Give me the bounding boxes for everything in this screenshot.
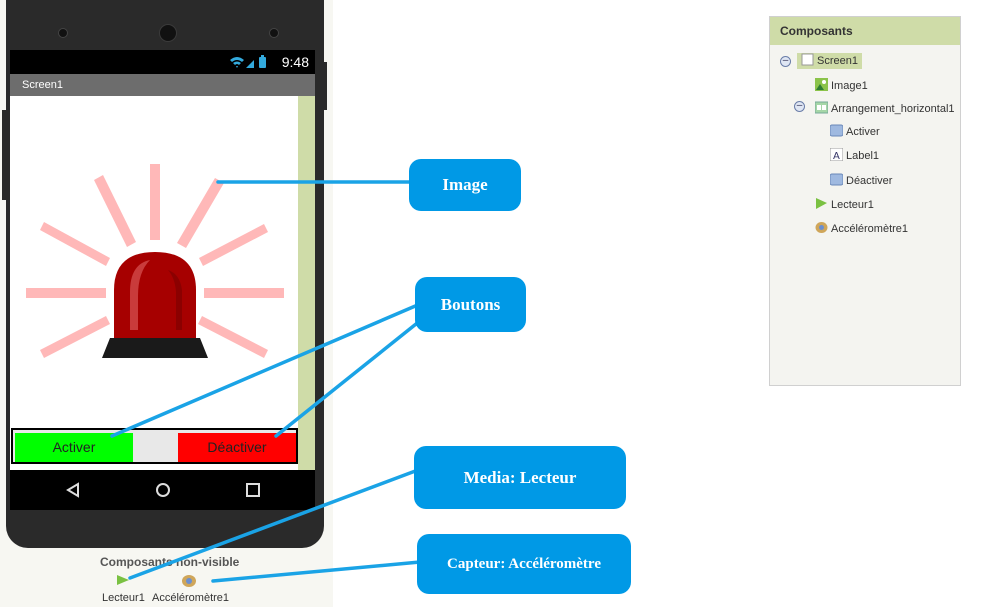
callout-buttons: Boutons: [415, 277, 526, 332]
status-bar: 9:48: [10, 50, 315, 74]
accelerometer-icon: [815, 222, 828, 233]
label-icon: A: [830, 148, 843, 161]
back-icon[interactable]: [66, 482, 79, 498]
components-panel-title: Composants: [770, 17, 960, 45]
recents-icon[interactable]: [246, 483, 260, 497]
sensor-dot: [269, 28, 279, 38]
sensor-dot: [58, 28, 68, 38]
non-visible-item[interactable]: Accéléromètre1: [152, 592, 230, 604]
collapse-toggle-icon[interactable]: –: [794, 101, 805, 112]
tree-item-activer[interactable]: Activer: [830, 124, 880, 138]
collapse-toggle-icon[interactable]: –: [780, 56, 791, 67]
tree-item-lecteur1[interactable]: Lecteur1: [815, 197, 874, 211]
callout-sensor-accelerometer: Capteur: Accéléromètre: [417, 534, 631, 594]
tree-item-arrangement[interactable]: Arrangement_horizontal1: [815, 101, 955, 115]
home-icon[interactable]: [156, 483, 170, 497]
siren-image[interactable]: [10, 150, 300, 370]
phone-side-button: [2, 110, 8, 200]
nav-bar: [10, 470, 315, 510]
image-icon: [815, 78, 828, 91]
wifi-signal-battery-icon: [230, 55, 266, 68]
svg-text:A: A: [833, 151, 840, 161]
components-panel: Composants: [769, 16, 961, 386]
deactivate-button[interactable]: Déactiver: [178, 433, 296, 462]
non-visible-item[interactable]: Lecteur1: [102, 592, 145, 604]
callout-image: Image: [409, 159, 521, 211]
player-icon: [816, 198, 827, 209]
non-visible-title: Composants non-visible: [100, 555, 240, 569]
screen-icon: [801, 53, 814, 66]
tree-item-image1[interactable]: Image1: [815, 78, 868, 92]
arrangement-icon: [815, 101, 828, 114]
tree-item-accelerometre1[interactable]: Accéléromètre1: [815, 221, 908, 235]
player-icon: [117, 575, 129, 585]
status-time: 9:48: [281, 54, 309, 70]
scrollbar[interactable]: [298, 96, 315, 470]
activate-button[interactable]: Activer: [15, 433, 133, 462]
button-icon: [830, 173, 843, 186]
tree-item-deactiver[interactable]: Déactiver: [830, 173, 892, 187]
callout-media-player: Media: Lecteur: [414, 446, 626, 509]
phone-side-button: [322, 62, 327, 110]
speaker-grille: [159, 24, 177, 42]
screen-title-bar: Screen1: [10, 74, 315, 96]
nav-buttons: [66, 482, 260, 498]
button-icon: [830, 124, 843, 137]
screen-title: Screen1: [22, 79, 63, 91]
tree-item-screen1[interactable]: Screen1: [797, 53, 862, 69]
accelerometer-icon: [182, 575, 196, 587]
